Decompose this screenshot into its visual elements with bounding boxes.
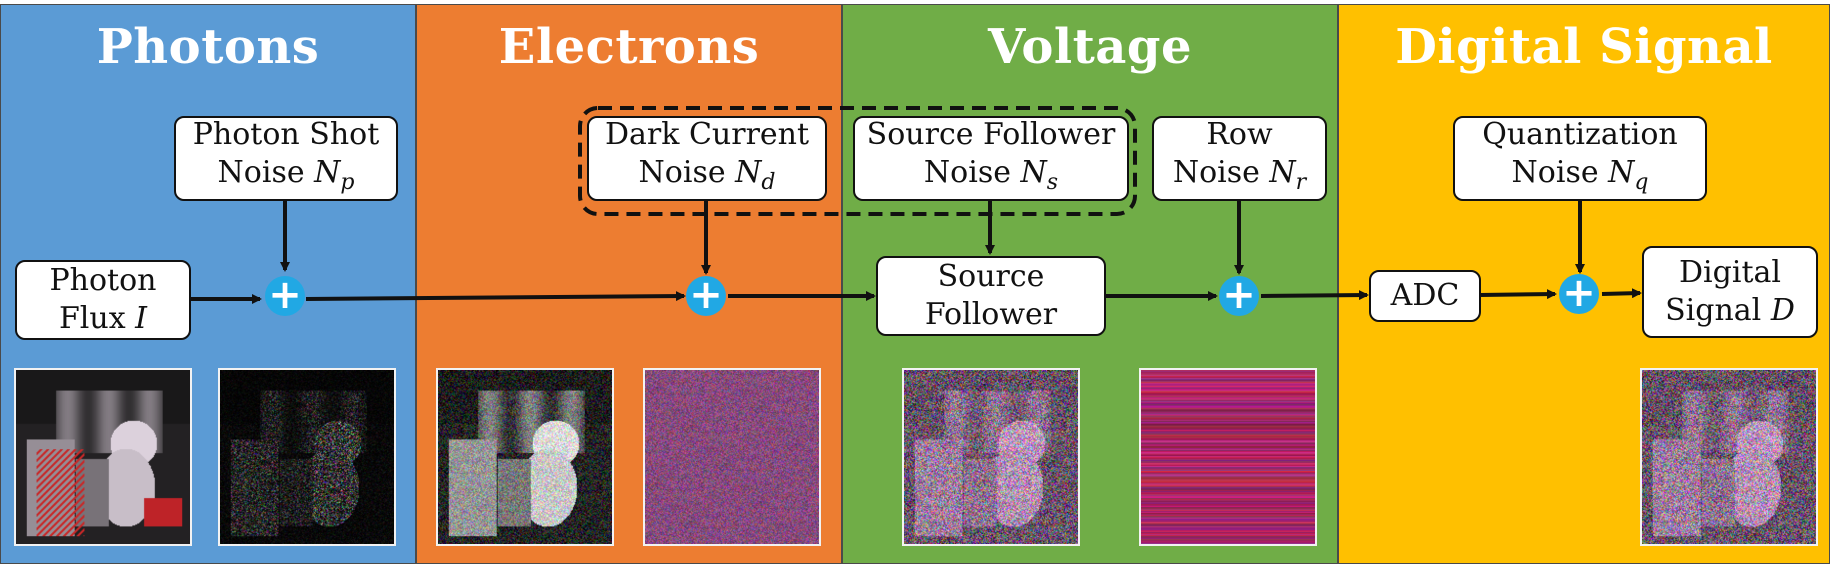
sum-node-3-plus-icon: + [1219, 275, 1259, 316]
sum-node-4-plus-icon: + [1559, 273, 1599, 314]
section-title-photons: Photons [96, 19, 320, 75]
thumb-clean-image [14, 368, 192, 546]
thumb-source-follower-noise [902, 368, 1080, 546]
section-title-electrons: Electrons [498, 19, 760, 75]
sum-node-2-plus-icon: + [686, 275, 726, 316]
photon-shot-noise-box: Photon Shot Noise Np [174, 116, 398, 201]
thumb-dark-current-noise [643, 368, 821, 546]
digital-signal-box: Digital Signal D [1642, 246, 1818, 338]
sum-node-1-plus-icon: + [265, 275, 305, 316]
section-title-digital-signal: Digital Signal [1395, 19, 1773, 75]
source-follower-noise-box: Source Follower Noise Ns [853, 116, 1129, 201]
thumb-noisy-electrons [436, 368, 614, 546]
section-title-voltage: Voltage [988, 19, 1192, 75]
thumb-row-noise [1139, 368, 1317, 546]
row-noise-box: Row Noise Nr [1152, 116, 1327, 201]
thumb-photon-shot-noise [218, 368, 396, 546]
quantization-noise-box: Quantization Noise Nq [1453, 116, 1707, 201]
thumb-digital-output [1640, 368, 1818, 546]
dark-current-noise-box: Dark Current Noise Nd [587, 116, 827, 201]
photon-flux-box: Photon Flux I [15, 260, 191, 340]
adc-box: ADC [1369, 270, 1481, 322]
source-follower-box: Source Follower [876, 256, 1106, 336]
